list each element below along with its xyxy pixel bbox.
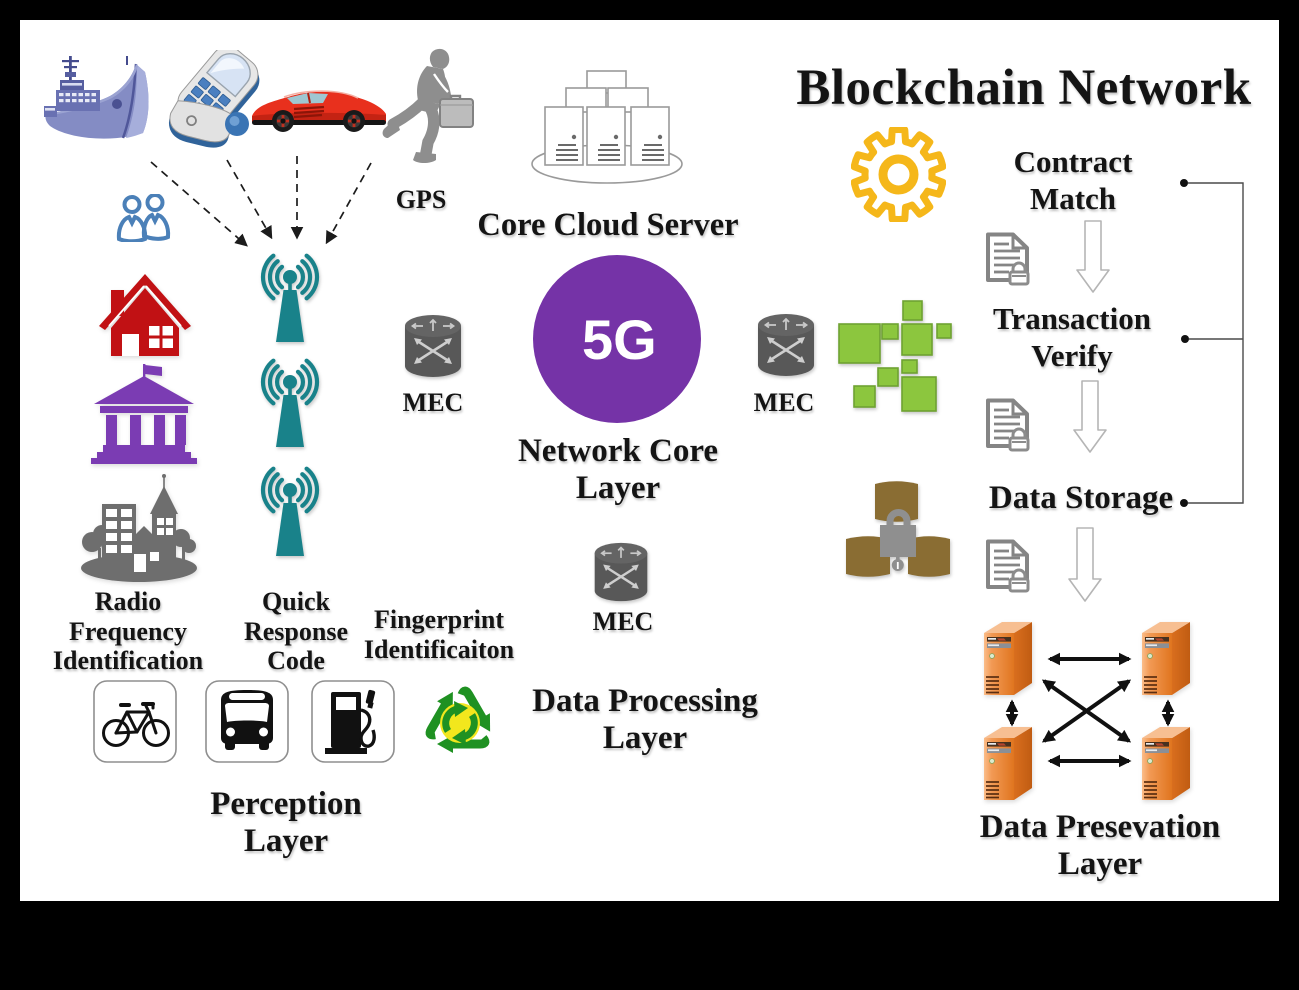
businessman-icon (382, 48, 474, 163)
secure-storage-icon (846, 481, 950, 577)
city-icon (81, 474, 197, 582)
gear-icon (851, 127, 946, 222)
recycle-icon (425, 686, 491, 753)
server-tower-icon-1 (984, 622, 1032, 695)
rfid-label: Radio Frequency Identification (52, 587, 204, 675)
core-cloud-server-label: Core Cloud Server (477, 207, 739, 243)
mec-router-icon-right (758, 314, 814, 376)
connector-layer (150, 156, 1244, 768)
fuel-pump-icon (311, 680, 395, 763)
mec-router-icon-left (405, 315, 461, 377)
mec-router-icon-bottom (594, 542, 648, 602)
house-icon (99, 274, 191, 356)
server-tower-icon-4 (1142, 727, 1190, 800)
dashed-arrow-phone (226, 159, 273, 240)
flip-phone-icon (168, 50, 260, 148)
contract-match-label: Contract Match (1013, 144, 1133, 216)
radio-tower-icon-2 (260, 358, 320, 447)
document-lock-icon-2 (986, 398, 1030, 452)
qr-label: Quick Response Code (243, 587, 349, 675)
mesh-arrow-diag-down (1041, 679, 1132, 743)
document-lock-icon-3 (986, 539, 1030, 593)
blockchain-blocks-icon (838, 300, 952, 412)
mec-bottom-label: MEC (592, 607, 654, 636)
data-presevation-layer-label: Data Presevation Layer (979, 809, 1221, 882)
server-tower-icon-3 (984, 727, 1032, 800)
fingerprint-label: Fingerprint Identificaiton (363, 605, 515, 664)
blockchain-network-title: Blockchain Network (796, 60, 1252, 116)
people-icon (116, 194, 171, 242)
bicycle-icon (93, 680, 177, 763)
radio-tower-icon-1 (260, 253, 320, 342)
bracket-dot-transaction (1181, 335, 1189, 343)
down-arrow-icon-2 (1073, 380, 1107, 453)
five-g-circle (533, 255, 701, 423)
perception-layer-label: Perception Layer (210, 786, 362, 859)
gps-label: GPS (395, 185, 447, 214)
bracket-dot-storage (1180, 499, 1188, 507)
transaction-verify-label: Transaction Verify (993, 301, 1151, 373)
down-arrow-icon-1 (1076, 220, 1110, 293)
data-processing-layer-label: Data Processing Layer (532, 683, 758, 756)
cloud-server-icon (531, 70, 683, 184)
radio-tower-icon-3 (260, 466, 320, 556)
data-storage-label: Data Storage (988, 480, 1174, 516)
dashed-arrow-gps (325, 162, 372, 245)
bus-icon (205, 680, 289, 763)
mec-right-label: MEC (753, 388, 815, 417)
server-tower-icon-2 (1142, 622, 1190, 695)
network-core-layer-label: Network Core Layer (517, 433, 719, 506)
bracket-line-contract (1188, 182, 1244, 504)
bank-icon (91, 364, 197, 464)
bracket-dot-contract (1180, 179, 1188, 187)
diagram-canvas: GPS (20, 20, 1279, 901)
five-g-label: 5G (582, 308, 657, 371)
dashed-arrow-ship (150, 161, 248, 247)
document-lock-icon-1 (986, 232, 1030, 286)
sports-car-icon (252, 90, 386, 132)
mec-left-label: MEC (402, 388, 464, 417)
down-arrow-icon-3 (1068, 527, 1102, 602)
cargo-ship-icon (44, 56, 149, 139)
